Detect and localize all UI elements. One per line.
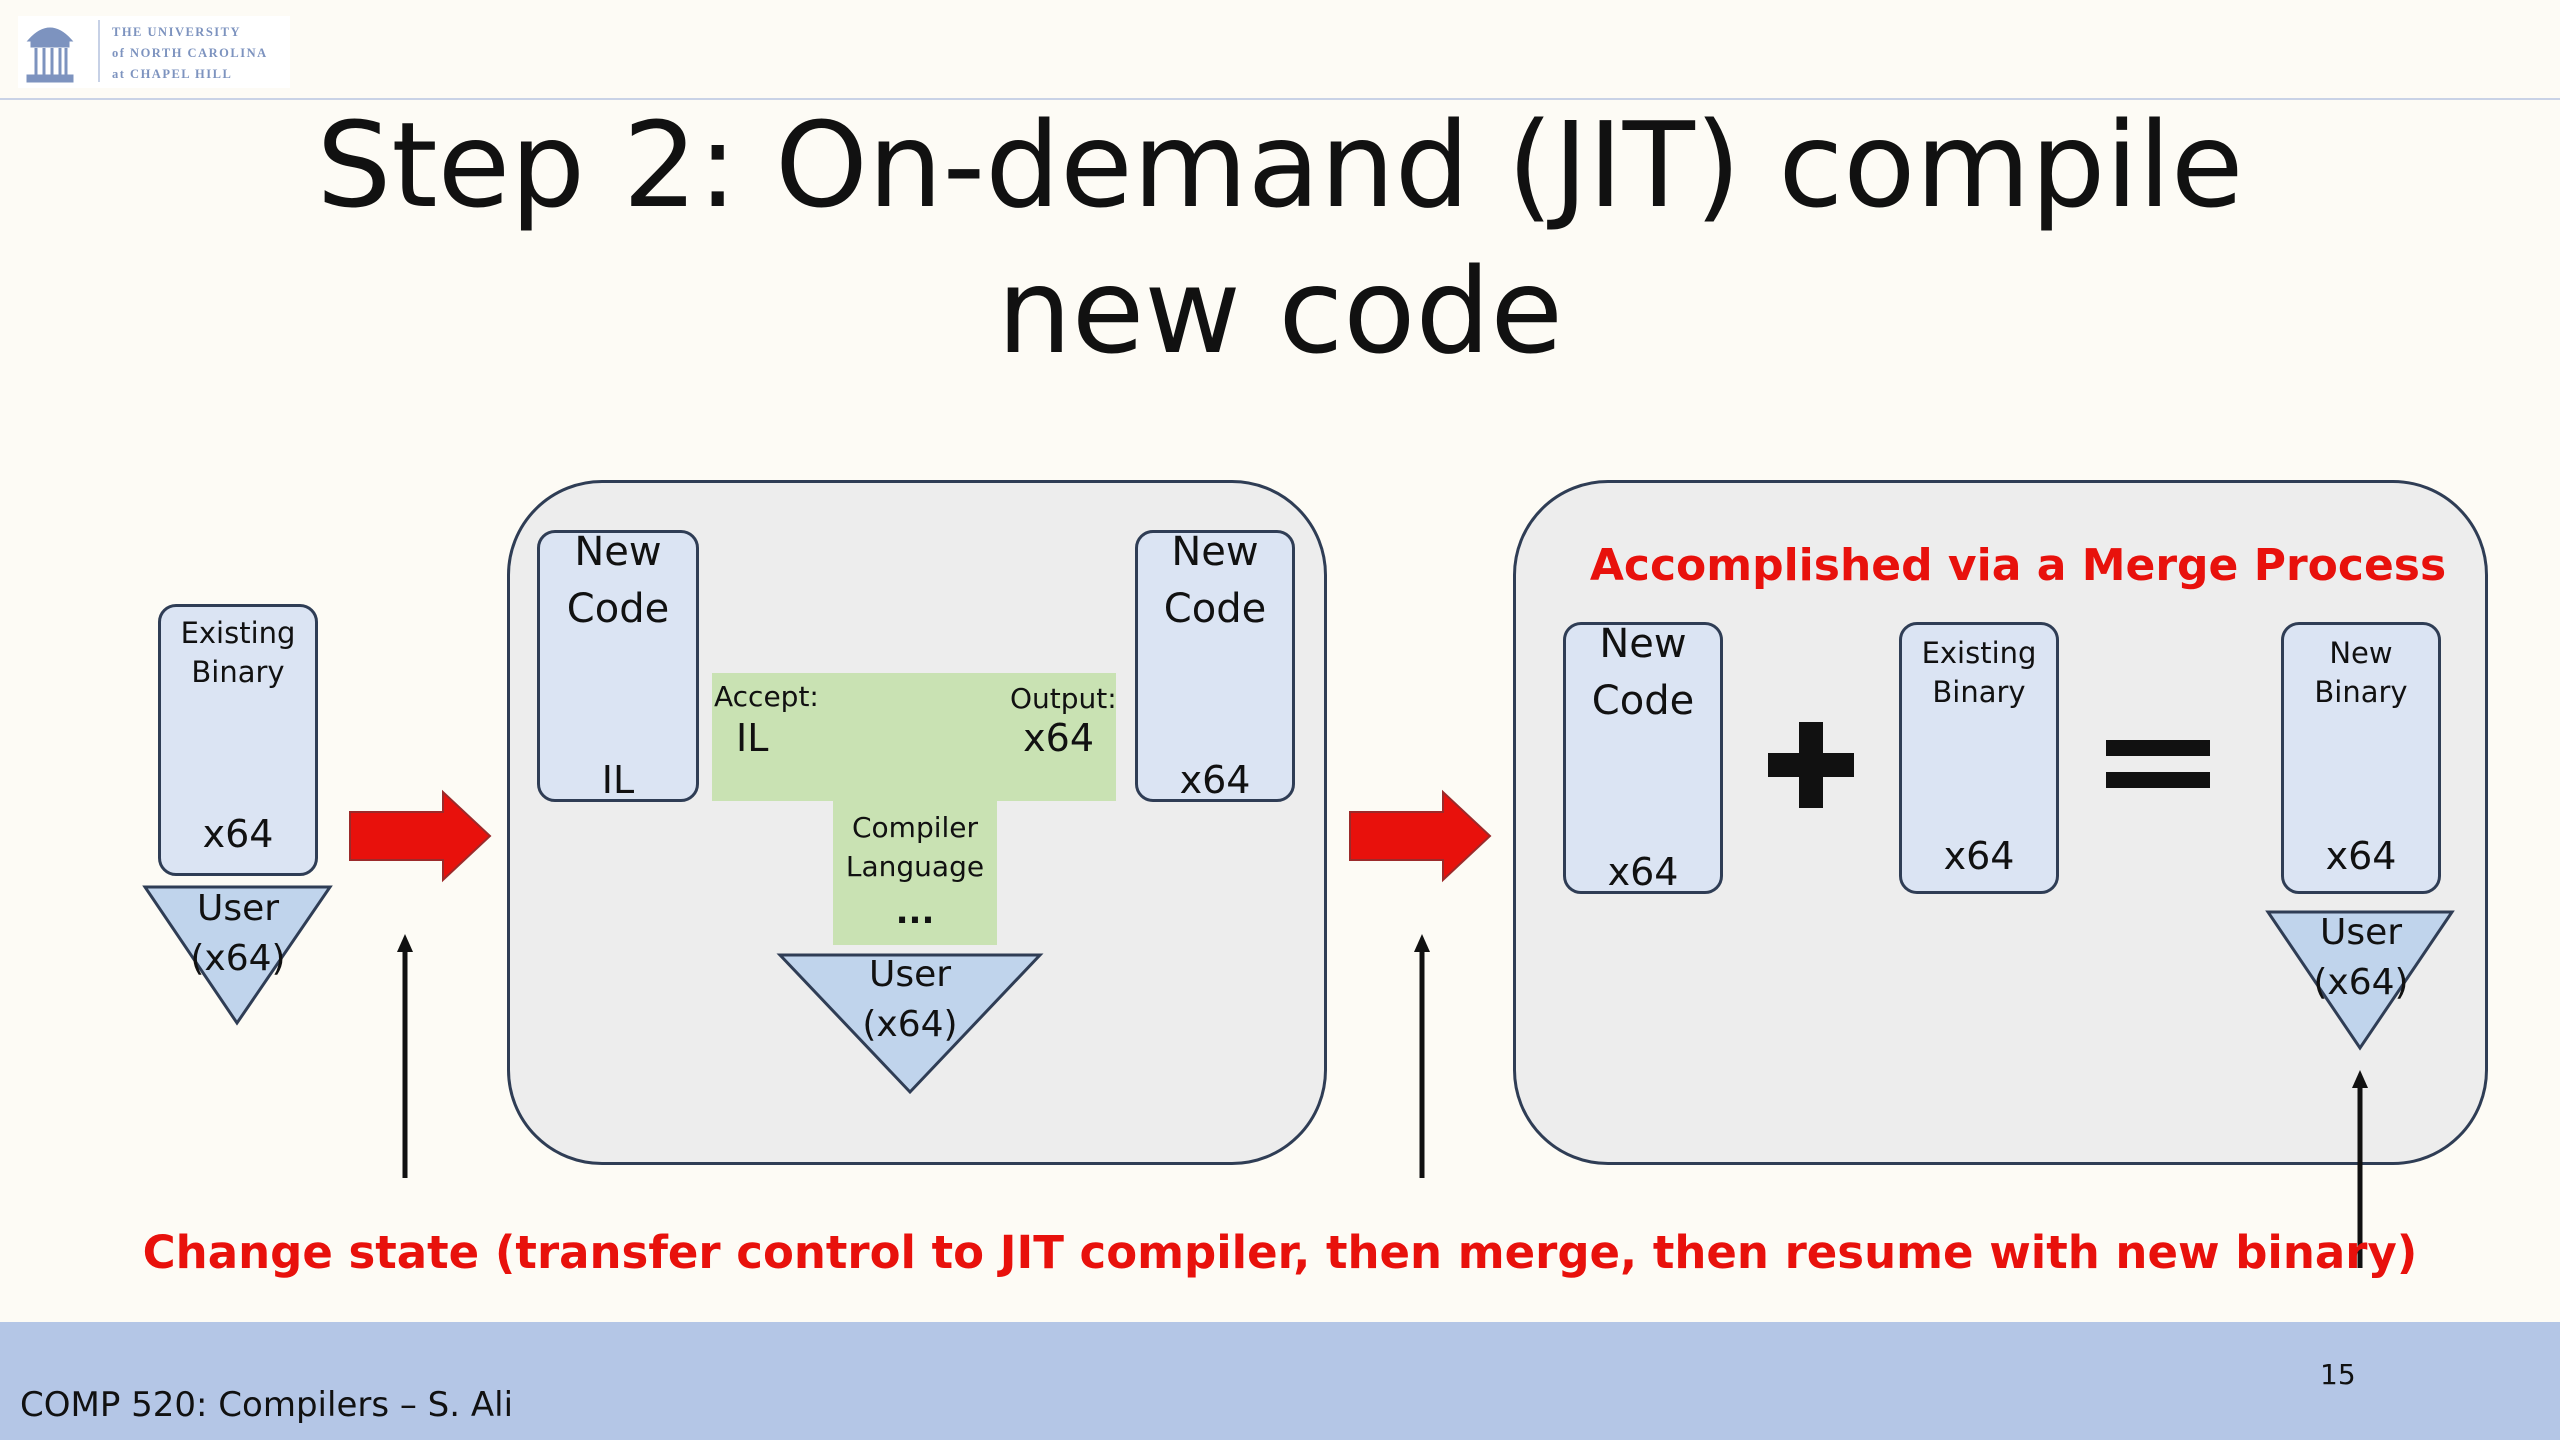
merge-existing-binary-box	[1899, 622, 2059, 894]
output-value: x64	[1023, 716, 1094, 760]
university-wordmark: THE UNIVERSITY of NORTH CAROLINA at CHAP…	[112, 22, 292, 85]
compiler-language-label: Compiler Language	[845, 811, 985, 883]
existing-binary-arch: x64	[202, 812, 274, 856]
header-rule	[0, 98, 2560, 100]
user-triangle-right	[2265, 910, 2455, 1051]
title-line-2: new code	[997, 242, 1563, 380]
user-triangle-left	[142, 885, 333, 1026]
title-line-1: Step 2: On-demand (JIT) compile	[316, 96, 2244, 234]
merge-existing-binary-label: Existing Binary	[1921, 636, 2037, 709]
logo-line-2: of NORTH CAROLINA	[112, 46, 268, 60]
accept-label: Accept:	[714, 680, 819, 713]
up-arrow-icon-2	[1414, 934, 1430, 1178]
logo-line-1: THE UNIVERSITY	[112, 25, 242, 39]
new-code-x64-label: New Code	[1163, 529, 1267, 632]
footer-bar	[0, 1322, 2560, 1440]
accept-value: IL	[736, 716, 769, 760]
equals-icon	[2106, 740, 2210, 788]
new-binary-label: New Binary	[2314, 636, 2408, 709]
logo-divider	[98, 20, 100, 82]
logo-line-3: at CHAPEL HILL	[112, 67, 233, 81]
merge-new-code-box	[1563, 622, 1723, 894]
right-arrow-icon-1	[349, 789, 492, 883]
new-code-il-box	[537, 530, 699, 802]
slide-title: Step 2: On-demand (JIT) compile new code	[180, 92, 2380, 384]
new-binary-box	[2281, 622, 2441, 894]
footer-course: COMP 520: Compilers – S. Ali	[20, 1385, 514, 1425]
output-label: Output:	[1010, 682, 1117, 715]
merge-existing-binary-arch: x64	[1943, 834, 2015, 878]
change-state-caption: Change state (transfer control to JIT co…	[142, 1226, 2418, 1279]
new-code-il-lang: IL	[601, 758, 635, 802]
existing-binary-label: Existing Binary	[180, 616, 296, 689]
user-triangle-middle	[776, 953, 1044, 1095]
user-label-right: User (x64)	[2313, 912, 2409, 1003]
new-binary-arch: x64	[2325, 834, 2397, 878]
user-label-middle: User (x64)	[862, 954, 958, 1045]
merge-new-code-arch: x64	[1607, 850, 1679, 894]
up-arrow-icon-1	[397, 934, 413, 1178]
merge-process-heading: Accomplished via a Merge Process	[1589, 540, 2447, 591]
new-code-il-label: New Code	[566, 529, 670, 632]
compiler-ellipsis: ...	[895, 892, 935, 932]
user-label-left: User (x64)	[190, 888, 286, 979]
right-arrow-icon-2	[1349, 789, 1492, 883]
compiler-t-stem	[833, 800, 997, 945]
plus-icon	[1768, 722, 1854, 808]
new-code-x64-arch: x64	[1179, 758, 1251, 802]
existing-binary-box	[158, 604, 318, 876]
compiler-t-top	[712, 673, 1116, 801]
merge-new-code-label: New Code	[1591, 621, 1695, 724]
up-arrow-icon-3	[2352, 1070, 2368, 1268]
new-code-x64-box	[1135, 530, 1295, 802]
slide-number: 15	[2320, 1358, 2356, 1391]
